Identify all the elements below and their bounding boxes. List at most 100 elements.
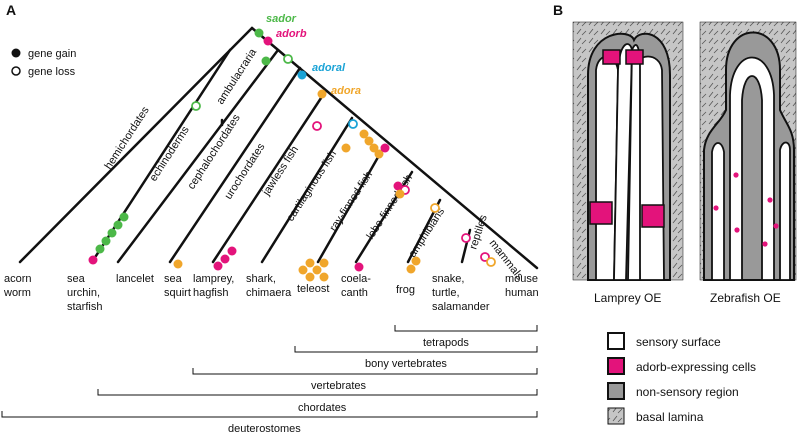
branch-label-ray-finned-fish: ray-finned fish (327, 169, 375, 233)
lamprey-adorb-top-left (602, 49, 621, 65)
zebrafish-adorb-cell-3 (734, 227, 740, 233)
panel-b-label: B (553, 2, 563, 18)
taxon-coelacanth-l2: canth (341, 287, 368, 299)
frog-gain-1 (406, 264, 416, 274)
echinoderm-gain-2 (101, 236, 111, 246)
zebrafish-sensory-1 (711, 142, 725, 281)
bracket-vertebrates (192, 368, 538, 375)
echinoderm-adorb-gain (88, 255, 98, 265)
legend-swatch-non-sensory (607, 382, 625, 400)
frog-gain-2 (411, 256, 421, 266)
group-tetrapods: tetrapods (423, 337, 469, 349)
branch-root-left (18, 26, 254, 264)
taxon-snake-l2: turtle, (432, 287, 460, 299)
taxon-teleost-l1: teleost (297, 283, 329, 295)
taxon-snake-l1: snake, (432, 273, 464, 285)
taxon-frog-l1: frog (396, 284, 415, 296)
legend-basal-lamina: basal lamina (636, 410, 704, 424)
gene-loss-label: gene loss (28, 66, 76, 78)
echinoderm-gain-4 (113, 220, 123, 230)
legend-sensory-surface: sensory surface (636, 335, 721, 349)
branch-label-amphibians: amphibians (406, 205, 447, 259)
taxon-acorn-worm-l2: worm (3, 287, 31, 299)
coelacanth-gain (354, 262, 364, 272)
gene-loss-marker (11, 66, 21, 76)
gene-gain-label: gene gain (28, 48, 76, 60)
taxon-snake-l3: salamander (432, 301, 490, 313)
teleost-gain-5 (305, 272, 315, 282)
teleost-gain-2 (305, 258, 315, 268)
branch-label-ambulacraria: ambulacraria (214, 46, 259, 107)
taxon-sea-squirt-l1: sea (164, 273, 183, 285)
legend-non-sensory: non-sensory region (636, 385, 739, 399)
panel-a-label: A (6, 2, 16, 18)
teleost-gain-4 (319, 258, 329, 268)
zebrafish-adorb-cell-5 (773, 223, 779, 229)
gain-gnathostome-3 (369, 143, 379, 153)
bracket-bony-vertebrates (294, 346, 538, 353)
loss-amphibian-marker (430, 203, 440, 213)
loss-mammal-adorb-marker (480, 252, 490, 262)
legend-swatch-adorb (607, 357, 625, 375)
loss-reptile-marker (461, 233, 471, 243)
gene-label-sador: sador (266, 13, 297, 25)
branch-urochordates (168, 66, 302, 264)
gain-adoral-marker (297, 70, 307, 80)
legend-swatch-basal-lamina (607, 407, 625, 425)
lamprey-gain-2 (220, 254, 230, 264)
zebrafish-adorb-cell-6 (762, 241, 768, 247)
taxon-lamprey-l2: hagfish (193, 287, 228, 299)
taxa-labels: acorn worm sea urchin, starfish lancelet… (3, 273, 539, 313)
teleost-gain-1 (298, 265, 308, 275)
lamprey-adorb-top-right (625, 49, 644, 65)
gain-sador-marker (254, 28, 264, 38)
group-chordates: chordates (298, 402, 347, 414)
gain-gnathostome-4 (374, 149, 384, 159)
group-vertebrates: vertebrates (311, 380, 367, 392)
gain-gnathostome-2 (364, 136, 374, 146)
gain-teleost-adorb-marker (393, 181, 403, 191)
bracket-chordates (97, 389, 538, 396)
lamprey-gain-3 (227, 246, 237, 256)
lamprey-gain-1 (213, 261, 223, 271)
gain-adorb-marker (263, 36, 273, 46)
gene-gain-marker (11, 48, 21, 58)
loss-adoral-marker (348, 119, 358, 129)
taxon-coelacanth-l1: coela- (341, 273, 371, 285)
teleost-gain-6 (319, 272, 329, 282)
gene-label-adora: adora (331, 85, 361, 97)
echinoderm-gain-5 (119, 212, 129, 222)
taxon-sea-urchin-l2: urchin, (67, 287, 100, 299)
echinoderm-gain-1 (95, 244, 105, 254)
branch-label-lobe-finned-fish: lobe-finned fish (364, 173, 415, 242)
branch-ray-finned-fish (316, 143, 387, 264)
group-bony-vertebrates: bony vertebrates (365, 358, 447, 370)
taxon-acorn-worm-l1: acorn (4, 273, 32, 285)
gene-label-adoral: adoral (312, 62, 346, 74)
lamprey-adorb-bottom-left (589, 201, 613, 225)
taxon-mouse-l2: human (505, 287, 539, 299)
branch-cephalochordates (116, 48, 280, 264)
loss-sador-chordate-marker (283, 54, 293, 64)
taxon-lamprey-l1: lamprey, (193, 273, 234, 285)
branch-cartilaginous-fish (260, 116, 354, 264)
loss-urochordate-marker (312, 121, 322, 131)
gain-adora-marker (317, 89, 327, 99)
taxon-sea-squirt-l2: squirt (164, 287, 191, 299)
lamprey-oe-title: Lamprey OE (594, 291, 661, 305)
bracket-deuterostomes (1, 411, 538, 418)
taxon-shark-l2: chimaera (246, 287, 292, 299)
gain-adorb-gnathostome-marker (380, 143, 390, 153)
taxon-sea-urchin-l1: sea (67, 273, 86, 285)
loss-mammal-adora-marker (486, 257, 496, 267)
zebrafish-oe-drawing (699, 21, 797, 281)
bracket-tetrapods (394, 325, 538, 332)
lamprey-oe-drawing (572, 21, 684, 281)
zebrafish-adorb-cell-2 (713, 205, 719, 211)
echinoderm-gain-3 (107, 228, 117, 238)
branch-jawless-fish (211, 90, 327, 264)
gain-jawless-marker (341, 143, 351, 153)
branch-label-jawless-fish: jawless fish (260, 144, 301, 199)
